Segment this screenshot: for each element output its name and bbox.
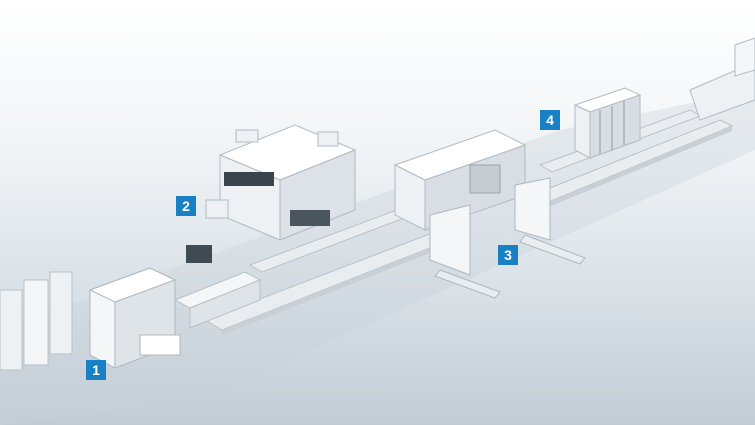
station-1-machine (0, 245, 262, 371)
station-marker-3: 3 (498, 245, 518, 265)
station-2-building (205, 124, 357, 241)
main-conveyor (203, 109, 734, 335)
station-4-machine (573, 37, 755, 159)
station-marker-2: 2 (176, 196, 196, 216)
station-marker-1: 1 (86, 360, 106, 380)
station-marker-4: 4 (540, 110, 560, 130)
station-3-machine (393, 129, 586, 299)
